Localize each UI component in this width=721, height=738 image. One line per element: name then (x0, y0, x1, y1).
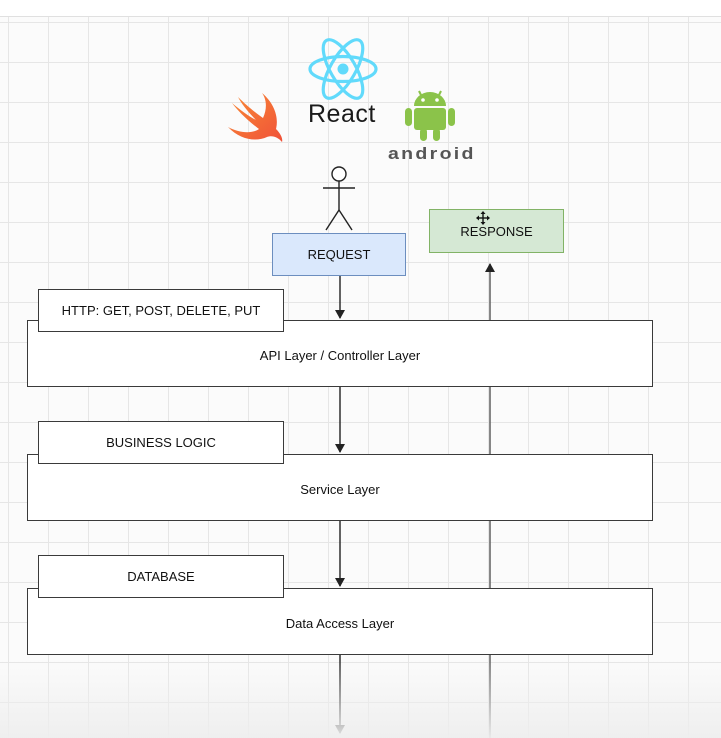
http-methods-tag: HTTP: GET, POST, DELETE, PUT (38, 289, 284, 332)
android-robot-icon (405, 90, 455, 141)
response-box: RESPONSE (429, 209, 564, 253)
business-logic-label: BUSINESS LOGIC (106, 435, 216, 450)
response-label: RESPONSE (460, 223, 533, 239)
react-label: React (308, 100, 376, 128)
api-layer-label: API Layer / Controller Layer (259, 348, 421, 363)
stick-figure-user-icon (323, 166, 355, 231)
request-box: REQUEST (272, 233, 406, 276)
database-tag: DATABASE (38, 555, 284, 598)
request-label: REQUEST (307, 247, 371, 262)
swift-bird-icon (228, 93, 283, 142)
data-access-layer-box: Data Access Layer (27, 588, 653, 655)
database-label: DATABASE (127, 569, 195, 584)
business-logic-tag: BUSINESS LOGIC (38, 421, 284, 464)
api-layer-box: API Layer / Controller Layer (27, 320, 653, 387)
android-label: android (388, 144, 476, 163)
top-strip (0, 0, 721, 17)
http-methods-label: HTTP: GET, POST, DELETE, PUT (61, 303, 261, 318)
service-layer-label: Service Layer (300, 482, 380, 497)
react-atom-icon (308, 38, 378, 100)
service-layer-box: Service Layer (27, 454, 653, 521)
data-access-layer-label: Data Access Layer (285, 616, 395, 631)
move-cursor-icon (476, 211, 490, 225)
